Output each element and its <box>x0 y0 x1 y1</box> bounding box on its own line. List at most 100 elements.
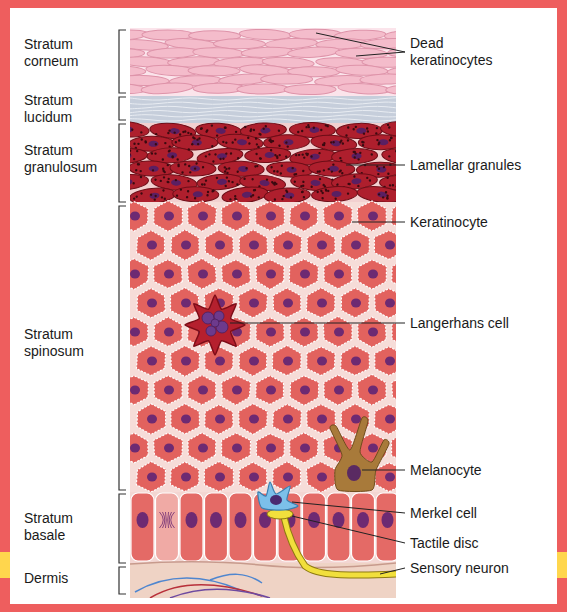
label-box: Stratum basale <box>24 510 116 544</box>
cell-nucleus <box>351 357 361 366</box>
cell-nucleus <box>169 128 180 135</box>
lamellar-granule <box>135 195 138 198</box>
lamellar-granule <box>258 133 261 136</box>
layer-label: Stratum corneum <box>24 36 116 70</box>
dead-keratinocyte <box>284 84 336 94</box>
lamellar-granule <box>347 139 350 142</box>
lamellar-granule <box>187 132 190 135</box>
lamellar-granule <box>167 164 169 166</box>
spinous-keratinocyte <box>170 462 199 492</box>
lamellar-granule <box>245 167 247 169</box>
dead-keratinocyte <box>289 29 341 39</box>
granular-cell-body <box>173 186 219 202</box>
lamellar-granule <box>140 192 143 195</box>
lamellar-granule <box>222 141 225 144</box>
spinous-keratinocyte <box>341 288 369 318</box>
cell-nucleus <box>266 444 276 453</box>
white-panel <box>10 8 557 604</box>
lamellar-granule <box>204 155 207 158</box>
spinous-keratinocyte <box>323 316 352 347</box>
cell-nucleus <box>317 415 327 424</box>
basal-cell <box>229 493 252 561</box>
lamellar-granule <box>231 181 234 184</box>
lamellar-granule <box>188 165 190 167</box>
cell-nucleus <box>351 415 361 424</box>
lamellar-granule <box>313 127 315 129</box>
lamellar-granule <box>224 170 226 172</box>
lamellar-granule <box>285 189 288 192</box>
spinous-keratinocyte <box>154 433 183 463</box>
lamellar-granule <box>301 130 303 132</box>
mitotic-spindle <box>163 512 165 528</box>
lamellar-granule <box>225 168 227 170</box>
cell-nucleus <box>385 473 395 482</box>
cell-nucleus <box>130 444 140 453</box>
spinous-keratinocyte <box>273 288 301 317</box>
lucidum-texture <box>130 98 396 101</box>
spinous-keratinocyte <box>137 230 165 260</box>
lamellar-granule <box>325 124 327 126</box>
lamellar-granule <box>270 166 273 169</box>
label-box: Dead keratinocytes <box>410 35 510 69</box>
lamellar-granule <box>171 155 174 158</box>
lamellar-granule <box>266 178 269 181</box>
lamellar-granule <box>228 180 231 183</box>
lamellar-granule <box>255 137 258 140</box>
lamellar-granule <box>321 197 324 200</box>
spinous-keratinocyte <box>290 433 319 463</box>
lamellar-granule <box>336 183 339 186</box>
lamellar-granule <box>295 173 298 176</box>
cell-nucleus <box>171 179 182 186</box>
granular-cell-body <box>311 185 358 203</box>
lamellar-granule <box>175 141 177 143</box>
mitotic-spindle <box>165 512 167 528</box>
spinous-keratinocyte <box>204 462 233 492</box>
spinous-keratinocyte <box>290 317 318 347</box>
granular-cell-body <box>170 160 216 176</box>
lamellar-granule <box>244 126 247 129</box>
cell-nucleus <box>284 192 294 199</box>
cell-nucleus <box>377 191 388 198</box>
lamellar-granule <box>236 170 238 172</box>
label-box: Stratum granulosum <box>24 142 118 176</box>
lamellar-granule <box>355 126 357 128</box>
lamellar-granule <box>133 158 136 161</box>
spinous-keratinocyte <box>375 289 396 319</box>
lamellar-granule <box>270 140 273 143</box>
lamellar-granule <box>322 144 325 147</box>
spinous-keratinocyte <box>323 201 352 231</box>
spinous-keratinocyte <box>154 317 182 347</box>
lamellar-granule <box>163 197 166 200</box>
cell-nucleus <box>266 328 276 337</box>
label-box: Melanocyte <box>410 462 550 479</box>
lamellar-granule <box>376 139 378 141</box>
spinous-keratinocyte <box>130 259 149 290</box>
label-box: Keratinocyte <box>410 214 550 231</box>
lamellar-granule <box>301 190 304 193</box>
lamellar-granule <box>369 179 372 182</box>
lamellar-granule <box>178 139 180 141</box>
dermal-fiber <box>210 574 262 583</box>
cell-nucleus <box>368 444 378 453</box>
lamellar-granule <box>347 126 349 128</box>
lamellar-granule <box>162 189 165 192</box>
lamellar-granule <box>200 127 203 130</box>
spinous-keratinocyte <box>290 201 318 232</box>
cell-nucleus <box>330 140 341 147</box>
spinous-keratinocyte <box>239 230 267 260</box>
lamellar-granule <box>253 189 256 192</box>
cell-nucleus <box>215 241 225 250</box>
layer-bracket <box>119 97 126 120</box>
lamellar-granule <box>208 153 211 156</box>
lamellar-granule <box>250 195 253 198</box>
lamellar-granule <box>256 143 259 146</box>
cell-nucleus <box>283 299 293 308</box>
structure-label: Dead keratinocytes <box>410 35 510 69</box>
lamellar-granule <box>375 132 377 134</box>
layer-label: Stratum lucidum <box>24 92 116 126</box>
cell-nucleus <box>259 180 270 187</box>
layer-bracket <box>119 124 126 202</box>
leader-line <box>230 323 405 324</box>
lamellar-granule <box>318 152 321 155</box>
spinous-keratinocyte <box>137 404 166 435</box>
